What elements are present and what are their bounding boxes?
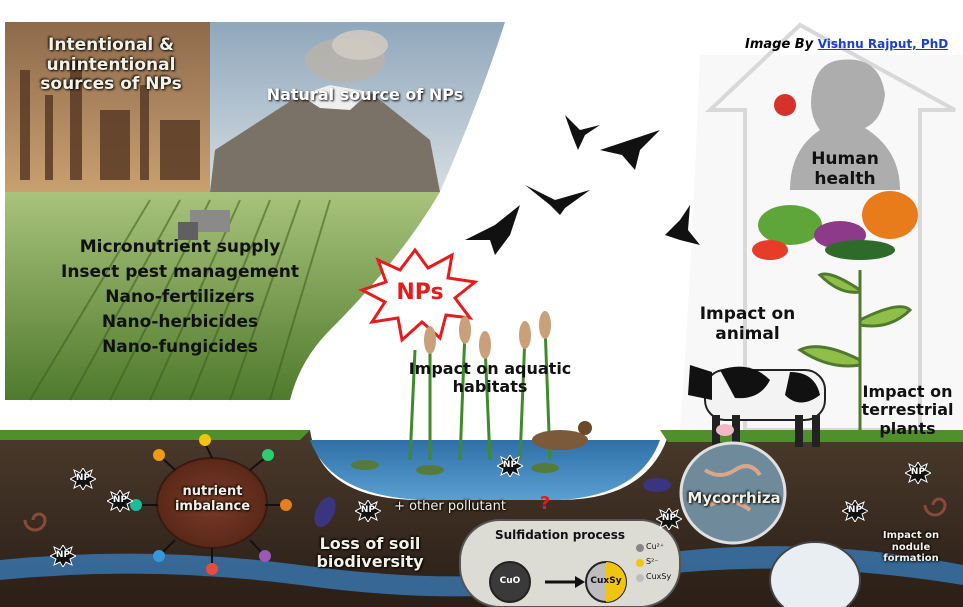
mycorrhiza-circle [679, 441, 787, 545]
animal-impact-label: Impact on animal [699, 304, 796, 344]
plant [797, 270, 913, 430]
np-badge-icon: NP [50, 545, 76, 567]
groundwater [0, 546, 963, 597]
np-badge-icon: NP [656, 508, 682, 530]
image-credit: Image By Vishnu Rajput, PhD [745, 37, 948, 52]
agri-use-3: Nano-herbicides [101, 312, 259, 332]
np-badge-label: NP [75, 473, 91, 483]
beetle-icon [643, 478, 671, 492]
agri-use-4: Nano-fungicides [102, 337, 258, 357]
sulf-legend-0: Cu²⁺ [646, 542, 665, 551]
np-badge-icon: NP [497, 455, 523, 477]
duck [532, 430, 588, 450]
np-badge-label: NP [910, 467, 926, 477]
human-silhouette [790, 59, 900, 190]
cuxsy-label: CuxSy [590, 576, 622, 586]
sulf-legend-2: CuxSy [646, 572, 672, 581]
human-health-label: Human health [811, 149, 879, 189]
cow [688, 365, 826, 447]
nutrient-imbalance-label: nutrient imbalance [174, 484, 251, 514]
spiral-icon [923, 497, 947, 517]
agri-use-1: Insect pest management [61, 262, 299, 282]
np-badge-icon: NP [70, 468, 96, 490]
intentional-sources-label: Intentional & unintentional sources of N… [40, 35, 182, 95]
np-badge-icon: NP [355, 500, 381, 522]
np-badge-icon: NP [842, 500, 868, 522]
sulf-legend-1: S²⁻ [646, 557, 659, 566]
agri-use-2: Nano-fertilizers [105, 287, 255, 307]
reeds [408, 324, 552, 461]
spiral-icon [23, 512, 47, 532]
cuo-label: CuO [499, 576, 521, 586]
nps-burst-label: NPs [396, 280, 444, 305]
aquatic-impact-label: Impact on aquatic habitats [408, 359, 572, 397]
terrestrial-impact-label: Impact on terrestrial plants [861, 383, 954, 438]
pond [310, 440, 660, 500]
up-arrow [704, 22, 956, 432]
np-badge-label: NP [55, 550, 71, 560]
np-badge-label: NP [847, 505, 863, 515]
np-badge-icon: NP [107, 490, 133, 512]
np-badge-label: NP [360, 505, 376, 515]
mycorrhiza-label: Mycorrhiza [687, 489, 781, 507]
vegetables [752, 94, 918, 260]
other-pollutant-label: + other pollutant [394, 499, 506, 514]
nps-burst [358, 247, 479, 343]
sulfidation-title: Sulfidation process [495, 528, 625, 542]
nodule-impact-label: Impact on nodule formation [882, 530, 940, 564]
credit-prefix: Image By [745, 37, 814, 52]
credit-author-link[interactable]: Vishnu Rajput, PhD [817, 37, 949, 51]
np-badge-label: NP [112, 495, 128, 505]
natural-source-label: Natural source of NPs [266, 85, 464, 104]
agri-use-0: Micronutrient supply [79, 237, 281, 257]
np-badge-icon: NP [905, 462, 931, 484]
soil-biodiversity-label: Loss of soil biodiversity [316, 534, 424, 572]
microbe-circle [769, 541, 861, 607]
birds [465, 115, 700, 255]
np-badge-label: NP [502, 460, 518, 470]
np-badge-label: NP [661, 513, 677, 523]
beetle-icon [314, 497, 336, 527]
question-mark: ? [539, 493, 551, 514]
field-panel [5, 192, 440, 400]
